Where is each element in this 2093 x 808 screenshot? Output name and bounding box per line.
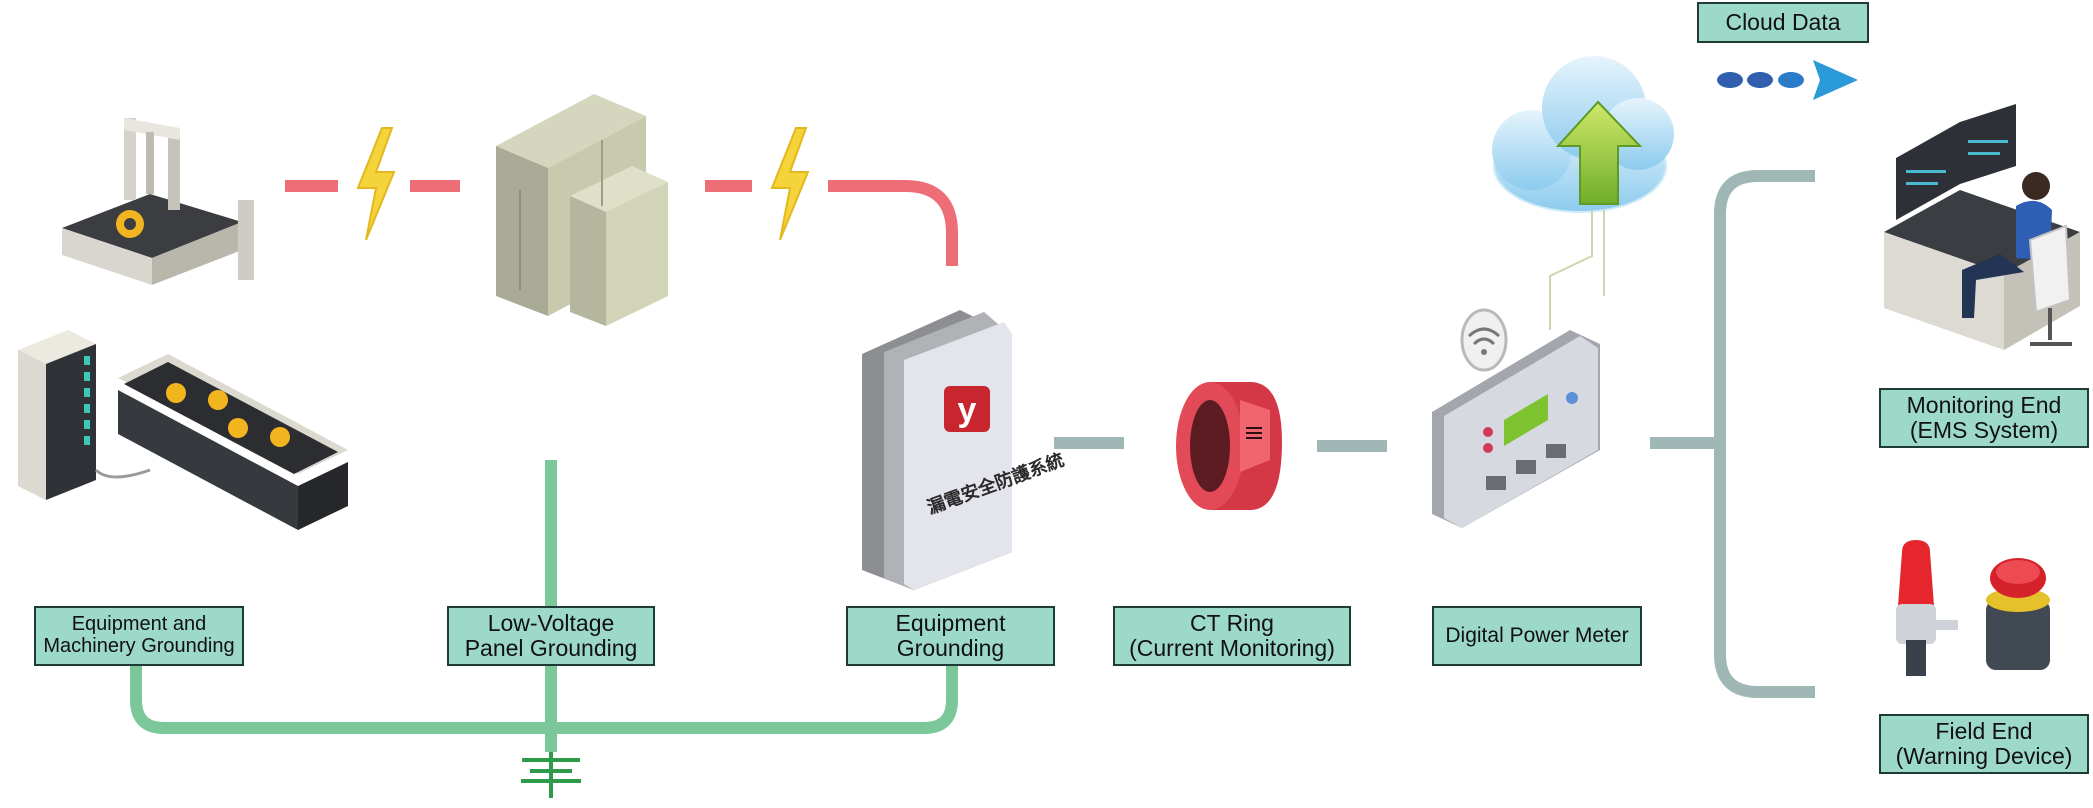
label-equipment-grounding: Equipment Grounding <box>846 606 1055 666</box>
emergency-stop-illustration <box>1986 558 2050 670</box>
ground-symbol-icon <box>521 752 581 798</box>
ct-ring-illustration <box>1176 382 1282 510</box>
signal-line <box>1054 170 1815 698</box>
low-voltage-panel-illustration <box>496 94 668 326</box>
wifi-icon <box>1460 308 1508 372</box>
conveyor-illustration <box>94 354 348 530</box>
label-monitoring-end: Monitoring End (EMS System) <box>1879 388 2089 448</box>
label-equipment-machinery-grounding: Equipment and Machinery Grounding <box>34 606 244 666</box>
arrow-right-icon <box>1717 60 1858 100</box>
lightning-icon <box>356 127 396 241</box>
leakage-protection-device-illustration: y 漏電安全防護系統 <box>862 310 1067 590</box>
device-logo: y <box>958 391 977 429</box>
label-low-voltage-panel-grounding: Low-Voltage Panel Grounding <box>447 606 655 666</box>
lightning-icon <box>770 127 810 241</box>
label-ct-ring: CT Ring (Current Monitoring) <box>1113 606 1351 666</box>
label-field-end: Field End (Warning Device) <box>1879 714 2089 774</box>
digital-power-meter-illustration <box>1432 330 1600 528</box>
warning-light-illustration <box>1896 540 1958 676</box>
monitoring-station-illustration <box>1884 104 2080 350</box>
label-digital-power-meter: Digital Power Meter <box>1432 606 1642 666</box>
power-line <box>285 180 958 266</box>
ground-line <box>130 460 958 752</box>
server-rack-illustration <box>18 330 96 500</box>
cloud-upload-icon <box>1492 56 1674 330</box>
cmm-machine-illustration <box>62 118 254 285</box>
label-cloud-data: Cloud Data <box>1697 2 1869 43</box>
